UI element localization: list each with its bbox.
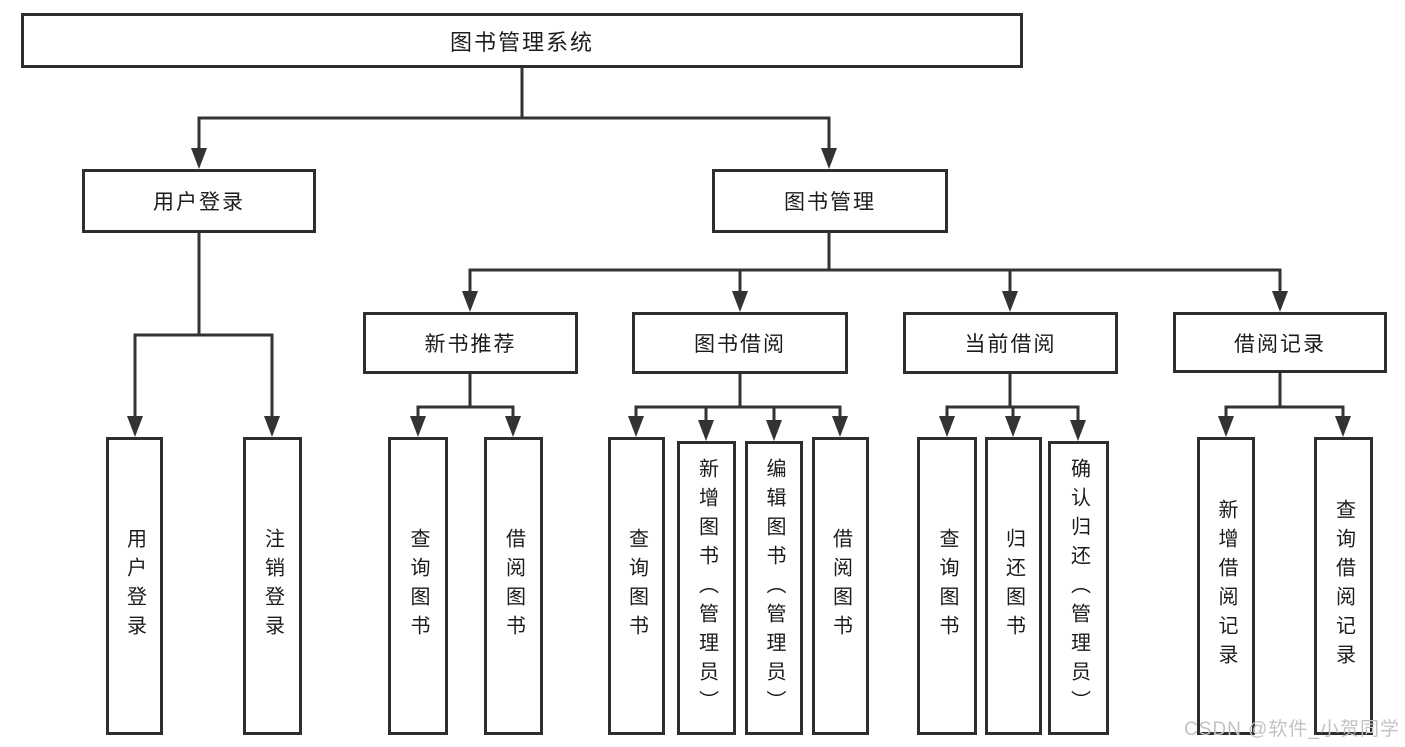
watermark: CSDN @软件_小贺同学 [1184,719,1400,740]
node-label: 查询图书 [625,528,648,644]
node-book-mgmt: 图书管理 [712,169,948,233]
node-label: 查询借阅记录 [1332,499,1355,673]
node-logout-login: 注销登录 [243,437,302,735]
arrowhead-icon [732,291,748,312]
node-borrow-book-1: 借阅图书 [484,437,543,735]
node-label: 查询图书 [936,528,958,644]
node-label: 图书管理系统 [449,29,594,55]
node-return-book: 归还图书 [985,437,1042,735]
node-label: 借阅图书 [502,528,525,644]
arrowhead-icon [1005,416,1021,437]
node-label: 图书借阅 [694,333,786,356]
node-label: 确认归还（管理员） [1067,457,1090,719]
node-confirm-return-admin: 确认归还（管理员） [1048,441,1109,735]
node-query-book-3: 查询图书 [917,437,977,735]
arrowhead-icon [1070,420,1086,441]
node-label: 用户登录 [123,528,146,644]
arrowhead-icon [939,416,955,437]
arrowhead-icon [1335,416,1351,437]
node-label: 新书推荐 [424,333,517,356]
node-edit-book-admin: 编辑图书（管理员） [745,441,803,735]
arrowhead-icon [127,416,143,437]
node-label: 新增借阅记录 [1215,499,1237,673]
node-label: 新增图书（管理员） [695,457,718,719]
node-user-login-group: 用户登录 [82,169,316,233]
arrowhead-icon [766,420,782,441]
node-label: 用户登录 [153,191,245,214]
node-label: 归还图书 [1002,528,1025,644]
node-book-borrow: 图书借阅 [632,312,848,374]
arrowhead-icon [1218,416,1234,437]
arrowhead-icon [1002,291,1018,312]
arrowhead-icon [832,416,848,437]
arrowhead-icon [462,291,478,312]
node-label: 查询图书 [407,528,429,644]
node-label: 图书管理 [784,191,876,214]
node-label: 借阅图书 [829,528,852,644]
arrowhead-icon [698,420,714,441]
arrowhead-icon [191,148,207,169]
arrowhead-icon [264,416,280,437]
arrowhead-icon [628,416,644,437]
node-label: 当前借阅 [964,333,1057,356]
node-borrow-record: 借阅记录 [1173,312,1387,373]
node-new-book-rec: 新书推荐 [363,312,578,374]
node-add-borrow-record: 新增借阅记录 [1197,437,1255,735]
node-borrow-book-2: 借阅图书 [812,437,869,735]
node-current-borrow: 当前借阅 [903,312,1118,374]
node-add-book-admin: 新增图书（管理员） [677,441,736,735]
node-query-book-2: 查询图书 [608,437,665,735]
node-user-login: 用户登录 [106,437,163,735]
node-label: 注销登录 [261,528,284,644]
arrowhead-icon [821,148,837,169]
arrowhead-icon [505,416,521,437]
arrowhead-icon [1272,291,1288,312]
node-root: 图书管理系统 [21,13,1023,68]
node-query-borrow-record: 查询借阅记录 [1314,437,1373,735]
node-label: 借阅记录 [1234,332,1326,356]
node-label: 编辑图书（管理员） [763,457,785,719]
arrowhead-icon [410,416,426,437]
node-query-book-1: 查询图书 [388,437,448,735]
